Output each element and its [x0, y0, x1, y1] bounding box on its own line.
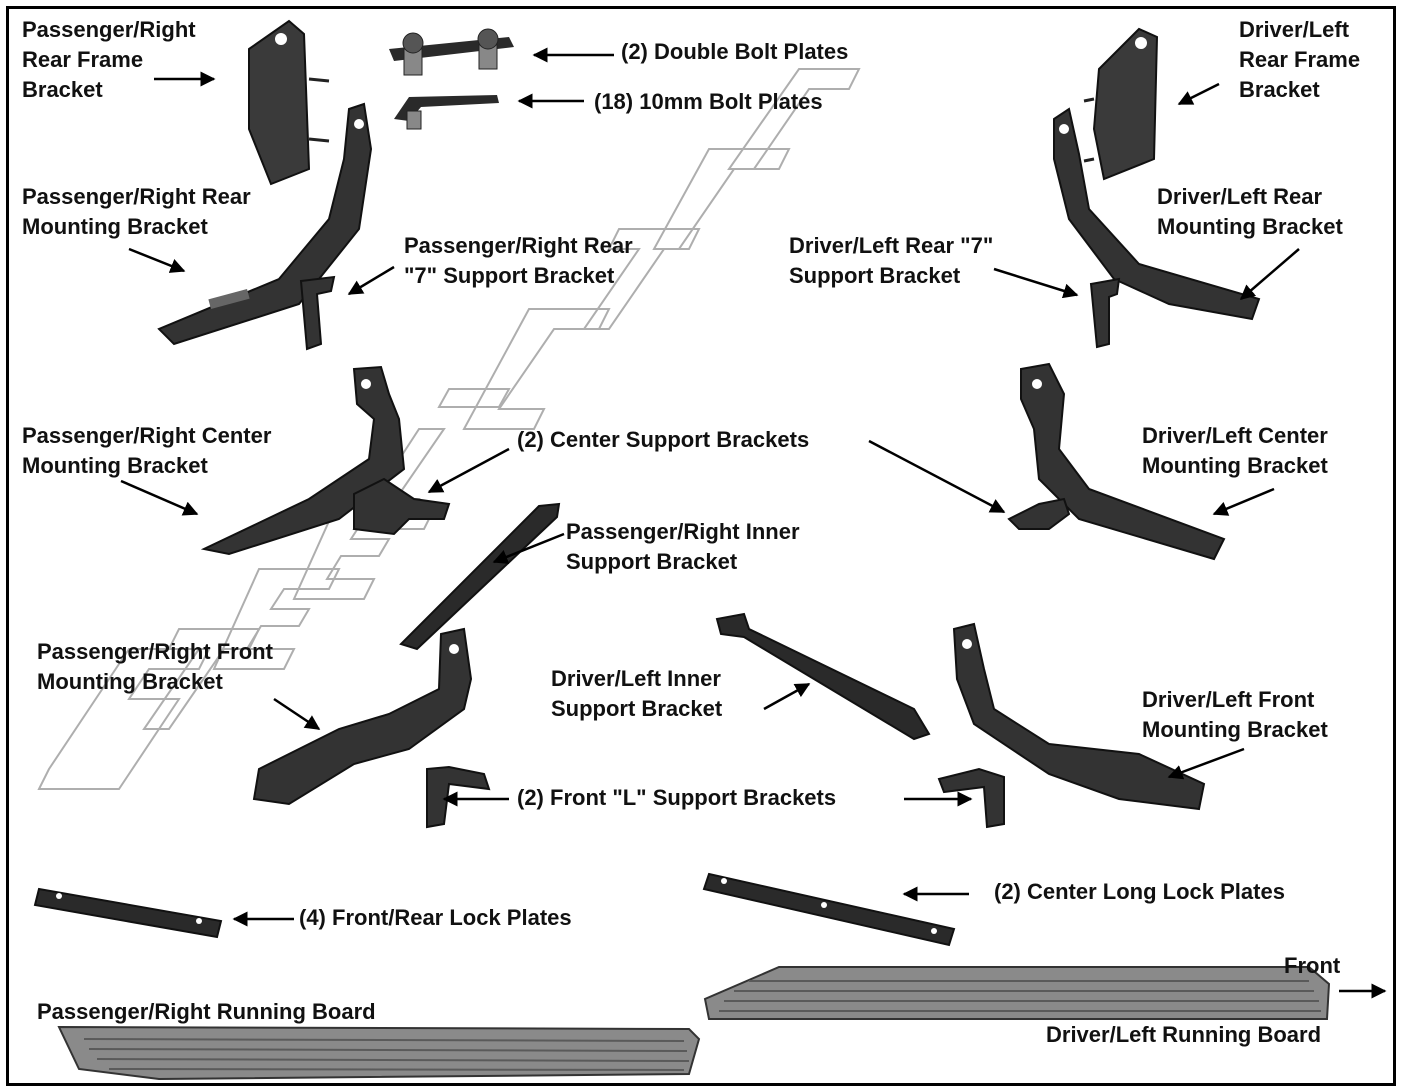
leader-arrows: [120, 47, 1387, 999]
10mm-bolt-plate: [394, 95, 499, 130]
driver-running-board: [703, 966, 1331, 1020]
label-center-long-lock-plates: (2) Center Long Lock Plates: [994, 879, 1285, 904]
parts-illustration: [33, 19, 1387, 1081]
label-driver-running-board: Driver/Left Running Board: [1046, 1022, 1322, 1047]
label-passenger-front-mounting-bracket: Passenger/Right Front Mounting Bracket: [37, 639, 273, 694]
center-long-lock-plate: [702, 872, 956, 947]
label-passenger-rear-mounting-bracket: Passenger/Right Rear Mounting Bracket: [22, 184, 251, 239]
label-passenger-running-board: Passenger/Right Running Board: [37, 999, 376, 1024]
label-front-direction: Front: [1284, 953, 1341, 978]
double-bolt-plate: [389, 28, 514, 76]
driver-rear-frame-bracket: [1083, 27, 1159, 181]
center-support-bracket-driver: [1007, 497, 1071, 530]
front-l-support-bracket-passenger: [426, 765, 491, 829]
passenger-inner-support-bracket: [399, 502, 561, 651]
label-driver-rear-mounting-bracket: Driver/Left Rear Mounting Bracket: [1157, 184, 1343, 239]
label-driver-inner-support-bracket: Driver/Left Inner Support Bracket: [551, 666, 723, 721]
driver-inner-support-bracket: [715, 612, 931, 741]
front-l-support-bracket-driver: [937, 767, 1005, 829]
label-passenger-rear-7-support-bracket: Passenger/Right Rear "7" Support Bracket: [404, 233, 633, 288]
driver-center-mounting-bracket: [1020, 362, 1226, 561]
label-front-rear-lock-plates: (4) Front/Rear Lock Plates: [299, 905, 572, 930]
label-double-bolt-plates: (2) Double Bolt Plates: [621, 39, 849, 64]
passenger-front-mounting-bracket: [252, 627, 473, 806]
label-passenger-rear-frame-bracket: Passenger/Right Rear Frame Bracket: [22, 17, 196, 102]
label-driver-center-mounting-bracket: Driver/Left Center Mounting Bracket: [1142, 423, 1328, 478]
label-driver-front-mounting-bracket: Driver/Left Front Mounting Bracket: [1142, 687, 1328, 742]
passenger-running-board: [57, 1025, 701, 1081]
label-passenger-center-mounting-bracket: Passenger/Right Center Mounting Bracket: [22, 423, 272, 478]
label-driver-rear-frame-bracket: Driver/Left Rear Frame Bracket: [1239, 17, 1361, 102]
driver-rear-mounting-bracket: [1053, 107, 1261, 321]
label-passenger-inner-support-bracket: Passenger/Right Inner Support Bracket: [566, 519, 800, 574]
label-center-support-brackets: (2) Center Support Brackets: [517, 427, 810, 452]
passenger-rear-frame-bracket: [248, 19, 330, 186]
parts-diagram: Passenger/Right Rear Frame Bracket (2) D…: [6, 6, 1396, 1086]
center-support-bracket-passenger: [353, 477, 451, 536]
label-front-l-support-brackets: (2) Front "L" Support Brackets: [517, 785, 837, 810]
passenger-rear-7-support-bracket: [299, 275, 336, 351]
driver-rear-7-support-bracket: [1089, 277, 1121, 349]
passenger-rear-mounting-bracket: [157, 102, 373, 346]
front-rear-lock-plate: [33, 887, 223, 939]
label-driver-rear-7-support-bracket: Driver/Left Rear "7" Support Bracket: [789, 233, 994, 288]
label-10mm-bolt-plates: (18) 10mm Bolt Plates: [594, 89, 823, 114]
driver-front-mounting-bracket: [952, 622, 1206, 811]
